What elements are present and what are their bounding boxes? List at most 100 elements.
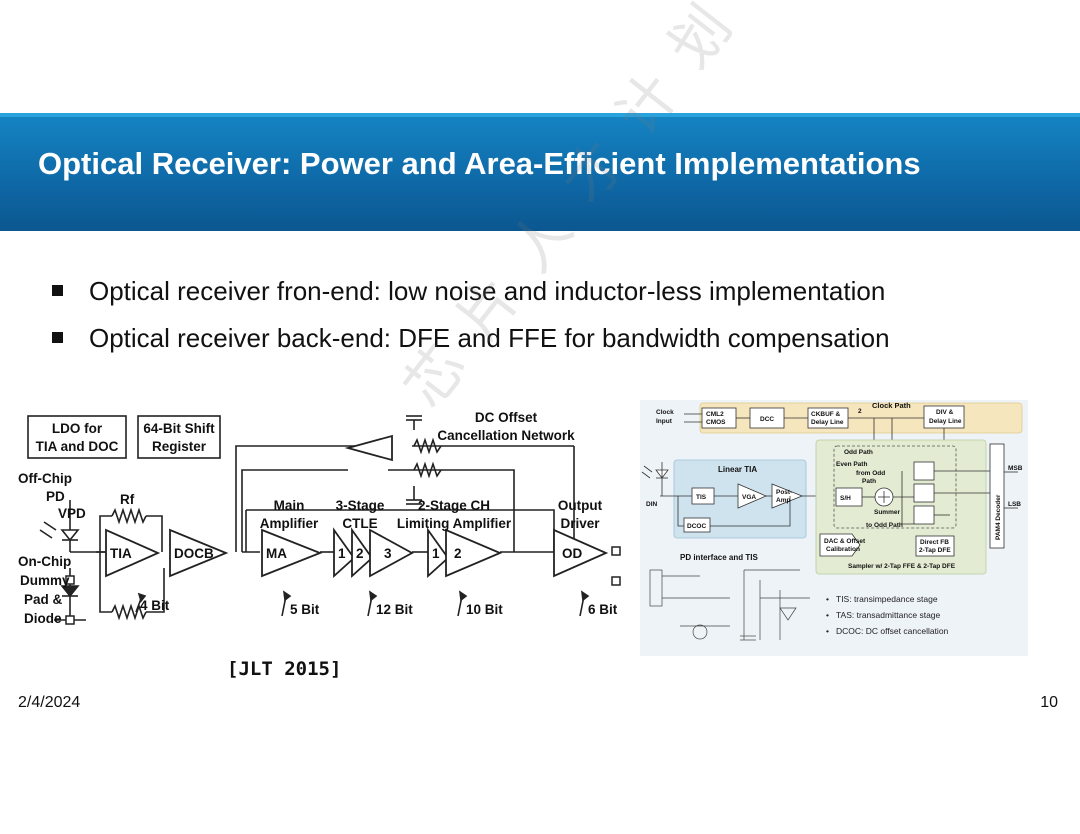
- ldo-box: [27, 415, 127, 459]
- dac-label-1: DAC & Offset: [824, 538, 866, 545]
- title-banner: [0, 113, 1080, 231]
- legend-bullet: •: [826, 594, 829, 604]
- clock-path-label: Clock Path: [872, 401, 911, 410]
- bit-label-ma: 5 Bit: [290, 602, 320, 617]
- pd-interface-label: PD interface and TIS: [680, 553, 758, 562]
- clock-input-label-2: Input: [656, 418, 673, 425]
- post-amp-label-2: Amp: [776, 497, 790, 504]
- linear-tia-label: Linear TIA: [718, 465, 757, 474]
- ckbuf-label-2: Delay Line: [811, 419, 844, 426]
- legend-bullet: •: [826, 610, 829, 620]
- tia-label: TIA: [110, 546, 132, 561]
- legend-tas: TAS: transadmittance stage: [836, 610, 941, 620]
- dc-offset-label-2: Cancellation Network: [437, 428, 575, 443]
- ma-label: MA: [266, 546, 287, 561]
- clock-divide-two: 2: [858, 408, 862, 415]
- dac-label-2: Calibration: [826, 546, 860, 553]
- bullet-item: Optical receiver fron-end: low noise and…: [52, 268, 890, 315]
- bottom-resistor: [111, 603, 147, 621]
- legend-bullet: •: [826, 626, 829, 636]
- clock-input-label-1: Clock: [656, 409, 674, 416]
- bit-label-od: 6 Bit: [588, 602, 618, 617]
- vga-label: VGA: [742, 494, 756, 501]
- bullet-text: Optical receiver back-end: DFE and FFE f…: [89, 323, 890, 353]
- pad-label: Pad &: [24, 592, 63, 607]
- docb-label: DOCB: [174, 546, 214, 561]
- ctle-num-3: 3: [384, 546, 392, 561]
- bullet-text: Optical receiver fron-end: low noise and…: [89, 276, 886, 306]
- direct-fb-label-2: 2-Tap DFE: [919, 547, 951, 554]
- la-num-1: 1: [432, 546, 440, 561]
- rf-resistor: [111, 507, 147, 525]
- ctle-num-2: 2: [356, 546, 364, 561]
- title-banner-highlight: [0, 113, 1080, 117]
- tia-amplifier: [105, 528, 161, 578]
- ldo-label-1: LDO for: [52, 421, 103, 436]
- sampler-label: Sampler w/ 2-Tap FFE & 2-Tap DFE: [848, 563, 956, 570]
- din-label: DIN: [646, 501, 658, 508]
- ctle-num-1: 1: [338, 546, 346, 561]
- ctle-label-1: 3-Stage: [336, 498, 385, 513]
- div-label-2: Delay Line: [929, 418, 962, 425]
- summer-label: Summer: [874, 509, 900, 516]
- tis-label: TIS: [696, 494, 707, 501]
- pam4-decoder-box: [989, 443, 1005, 549]
- rf-label: Rf: [120, 492, 135, 507]
- main-amp-label-1: Main: [274, 498, 305, 513]
- bit-label-tia: 4 Bit: [140, 598, 170, 613]
- bullet-square-icon: [52, 332, 63, 343]
- shift-label-2: Register: [152, 439, 207, 454]
- shift-register-box: [137, 415, 221, 459]
- docb-buffer: [169, 528, 229, 578]
- photodiode-icon: [39, 521, 80, 542]
- slide-date: 2/4/2024: [18, 694, 81, 711]
- to-odd-label: to Odd Path: [866, 522, 903, 529]
- la-num-2: 2: [454, 546, 462, 561]
- pam4-decoder-label: PAM4 Decoder: [995, 494, 1002, 540]
- dcc-label: DCC: [760, 416, 774, 423]
- receiver-block-diagram: LDO for TIA and DOC 64-Bit Shift Registe…: [18, 410, 621, 626]
- output-driver: [553, 528, 609, 578]
- limiting-amplifier: [445, 528, 503, 578]
- cml2-label: CML2: [706, 411, 724, 418]
- post-amp-label-1: Post-: [776, 489, 792, 496]
- dcoc-label: DCOC: [687, 523, 706, 530]
- cmos-label: CMOS: [706, 419, 726, 426]
- ma-amplifier: [261, 528, 323, 578]
- odd-path-label: Odd Path: [844, 449, 873, 456]
- limiting-label-1: 2-Stage CH: [418, 498, 490, 513]
- ckbuf-label-1: CKBUF &: [811, 411, 841, 418]
- input-photodiode-icon: [641, 462, 669, 496]
- direct-fb-label-1: Direct FB: [920, 539, 949, 546]
- sh-label: S/H: [840, 495, 851, 502]
- page-number: 10: [1040, 694, 1058, 711]
- main-amp-label-2: Amplifier: [260, 516, 319, 531]
- shift-label-1: 64-Bit Shift: [143, 421, 215, 436]
- ctle-stages: [369, 528, 414, 578]
- od-label: OD: [562, 546, 583, 561]
- dummy-label: Dummy: [20, 573, 70, 588]
- limiting-label-2: Limiting Amplifier: [397, 516, 512, 531]
- dc-offset-label-1: DC Offset: [475, 410, 538, 425]
- pd-label: PD: [46, 489, 65, 504]
- dummy-diode-icon: [60, 585, 80, 598]
- bit-label-ctle: 12 Bit: [376, 602, 413, 617]
- bit-label-la: 10 Bit: [466, 602, 503, 617]
- dc-offset-amplifier: [344, 434, 393, 462]
- output-driver-label-2: Driver: [560, 516, 600, 531]
- from-odd-label-1: from Odd: [856, 470, 885, 477]
- output-driver-label-1: Output: [558, 498, 603, 513]
- bullet-item: Optical receiver back-end: DFE and FFE f…: [52, 315, 890, 362]
- on-chip-label: On-Chip: [18, 554, 71, 569]
- diode-label: Diode: [24, 611, 62, 626]
- bullet-list: Optical receiver fron-end: low noise and…: [52, 268, 890, 362]
- div-label-1: DIV &: [936, 409, 954, 416]
- pam4-receiver-diagram: Clock Input CML2 CMOS DCC CKBUF & Delay …: [640, 400, 1028, 656]
- citation: [JLT 2015]: [227, 658, 342, 680]
- msb-label: MSB: [1008, 465, 1023, 472]
- off-chip-label: Off-Chip: [18, 471, 72, 486]
- legend-tis: TIS: transimpedance stage: [836, 594, 938, 604]
- lsb-label: LSB: [1008, 501, 1021, 508]
- ctle-label-2: CTLE: [342, 516, 377, 531]
- from-odd-label-2: Path: [862, 478, 876, 485]
